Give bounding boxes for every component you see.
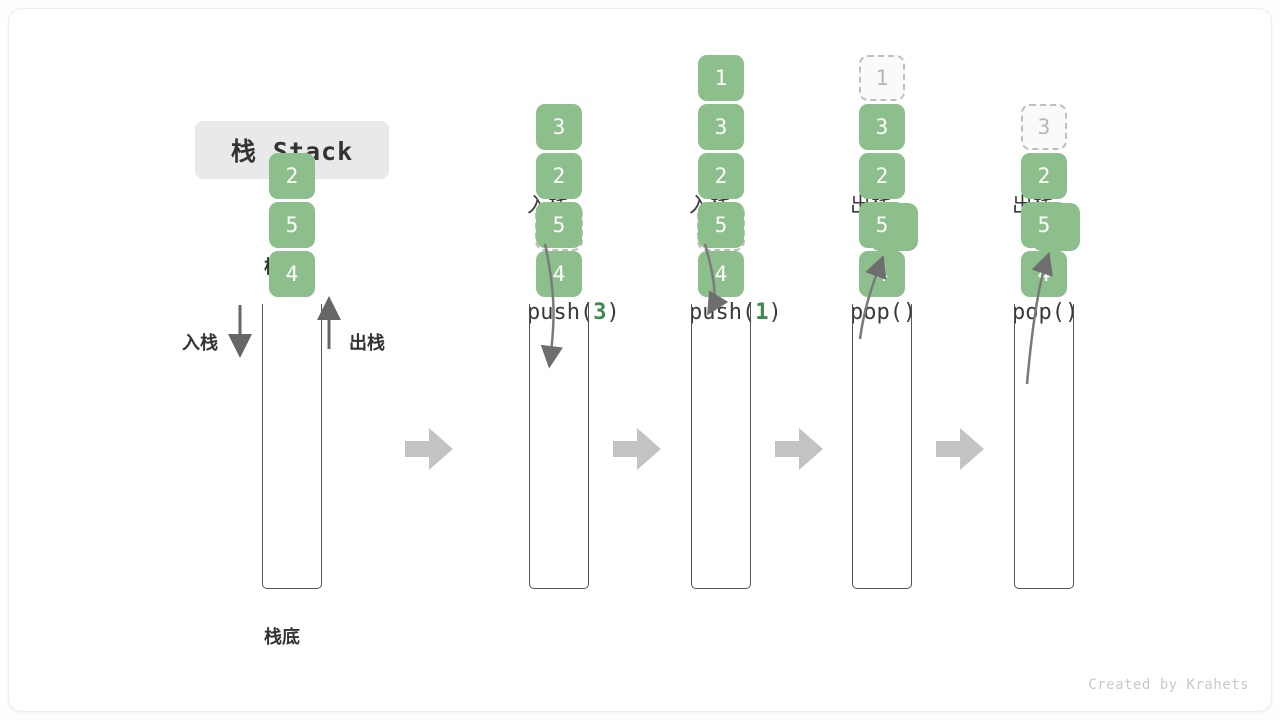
code-suffix: ) xyxy=(902,300,917,325)
stack-frame xyxy=(1014,304,1074,589)
stack-frame xyxy=(529,304,589,589)
stage-initial: 栈顶 栈底 入栈 出栈 254 xyxy=(182,9,385,709)
stack-cell: 2 xyxy=(859,153,905,199)
stack-cell-ghost: 3 xyxy=(1021,104,1067,150)
watermark: Created by Krahets xyxy=(1088,677,1249,693)
stack-cell: 2 xyxy=(536,153,582,199)
stack-cell: 4 xyxy=(859,251,905,297)
stack-cell: 4 xyxy=(1021,251,1067,297)
code-suffix: ) xyxy=(768,300,782,325)
stack-cell: 4 xyxy=(698,251,744,297)
stack-cell: 2 xyxy=(698,153,744,199)
stack-cell: 4 xyxy=(269,251,315,297)
stack-cell: 3 xyxy=(698,104,744,150)
stack-bottom-label: 栈底 xyxy=(264,627,300,648)
stack-frame xyxy=(691,304,751,589)
code-suffix: ) xyxy=(1064,300,1079,325)
stage-header-code: push(3) xyxy=(527,295,657,331)
stack-cell: 5 xyxy=(859,202,905,248)
stack-frame xyxy=(262,304,322,589)
pop-side-label: 出栈 xyxy=(349,333,385,354)
stack-cell: 5 xyxy=(269,202,315,248)
stack-cell: 3 xyxy=(536,104,582,150)
stack-cell: 5 xyxy=(536,202,582,248)
stack-cell: 1 xyxy=(698,55,744,101)
stack-cell: 4 xyxy=(536,251,582,297)
code-argument: 1 xyxy=(755,300,769,325)
stack-cell: 3 xyxy=(859,104,905,150)
stack-cell: 5 xyxy=(1021,202,1067,248)
flow-arrow-1 xyxy=(405,428,453,470)
code-argument: 3 xyxy=(593,300,607,325)
stack-cell: 2 xyxy=(1021,153,1067,199)
push-side-label: 入栈 xyxy=(182,333,218,354)
code-suffix: ) xyxy=(606,300,620,325)
stack-cell: 2 xyxy=(269,153,315,199)
code-prefix: push( xyxy=(527,300,594,325)
diagram-card: 栈 Stack 栈顶 栈底 入栈 出栈 254 入栈 push(3) 3 325… xyxy=(8,8,1272,712)
stack-cell-ghost: 1 xyxy=(859,55,905,101)
stack-cell: 5 xyxy=(698,202,744,248)
stack-frame xyxy=(852,304,912,589)
